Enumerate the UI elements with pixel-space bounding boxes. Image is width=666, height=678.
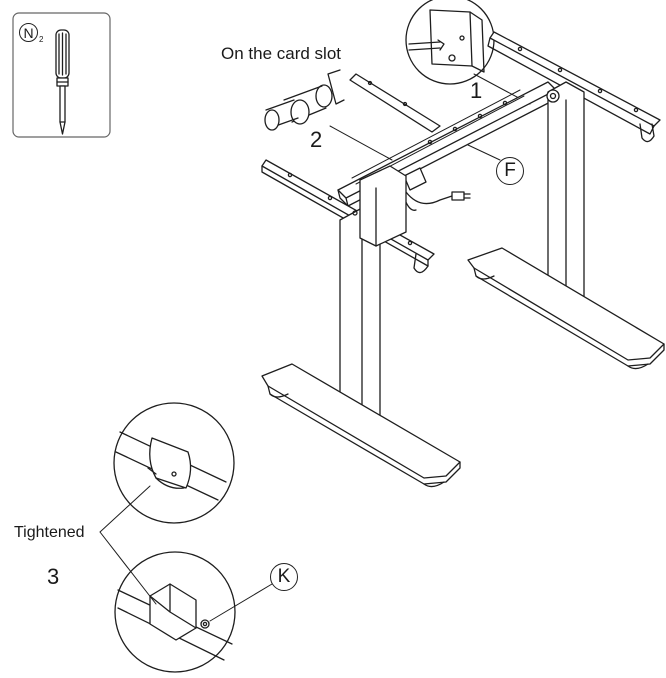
- screwdriver-icon: [55, 29, 70, 135]
- part-f-callout: F: [496, 157, 524, 185]
- leader-tightened: [99, 485, 157, 605]
- left-foot: [261, 363, 461, 488]
- step-1-number: 1: [470, 78, 483, 103]
- detail-circle-k: [114, 551, 273, 673]
- tool-subscript: 2: [39, 34, 44, 44]
- tool-letter: N: [19, 23, 38, 42]
- detail-circle-tightened-top: [113, 402, 235, 524]
- tool-box: [12, 12, 111, 138]
- part-k-callout: K: [270, 563, 298, 591]
- step-3-number: 3: [47, 564, 60, 589]
- card-slot-tube: [264, 69, 393, 161]
- step-2-number: 2: [310, 127, 323, 152]
- detail-circle-bracket: [405, 0, 531, 105]
- right-leg: [546, 81, 585, 313]
- right-foot: [467, 247, 665, 370]
- back-crossbar: [349, 73, 441, 133]
- card-slot-label: On the card slot: [221, 44, 342, 63]
- motor-cable: [403, 167, 471, 211]
- tightened-label: Tightened: [14, 524, 85, 541]
